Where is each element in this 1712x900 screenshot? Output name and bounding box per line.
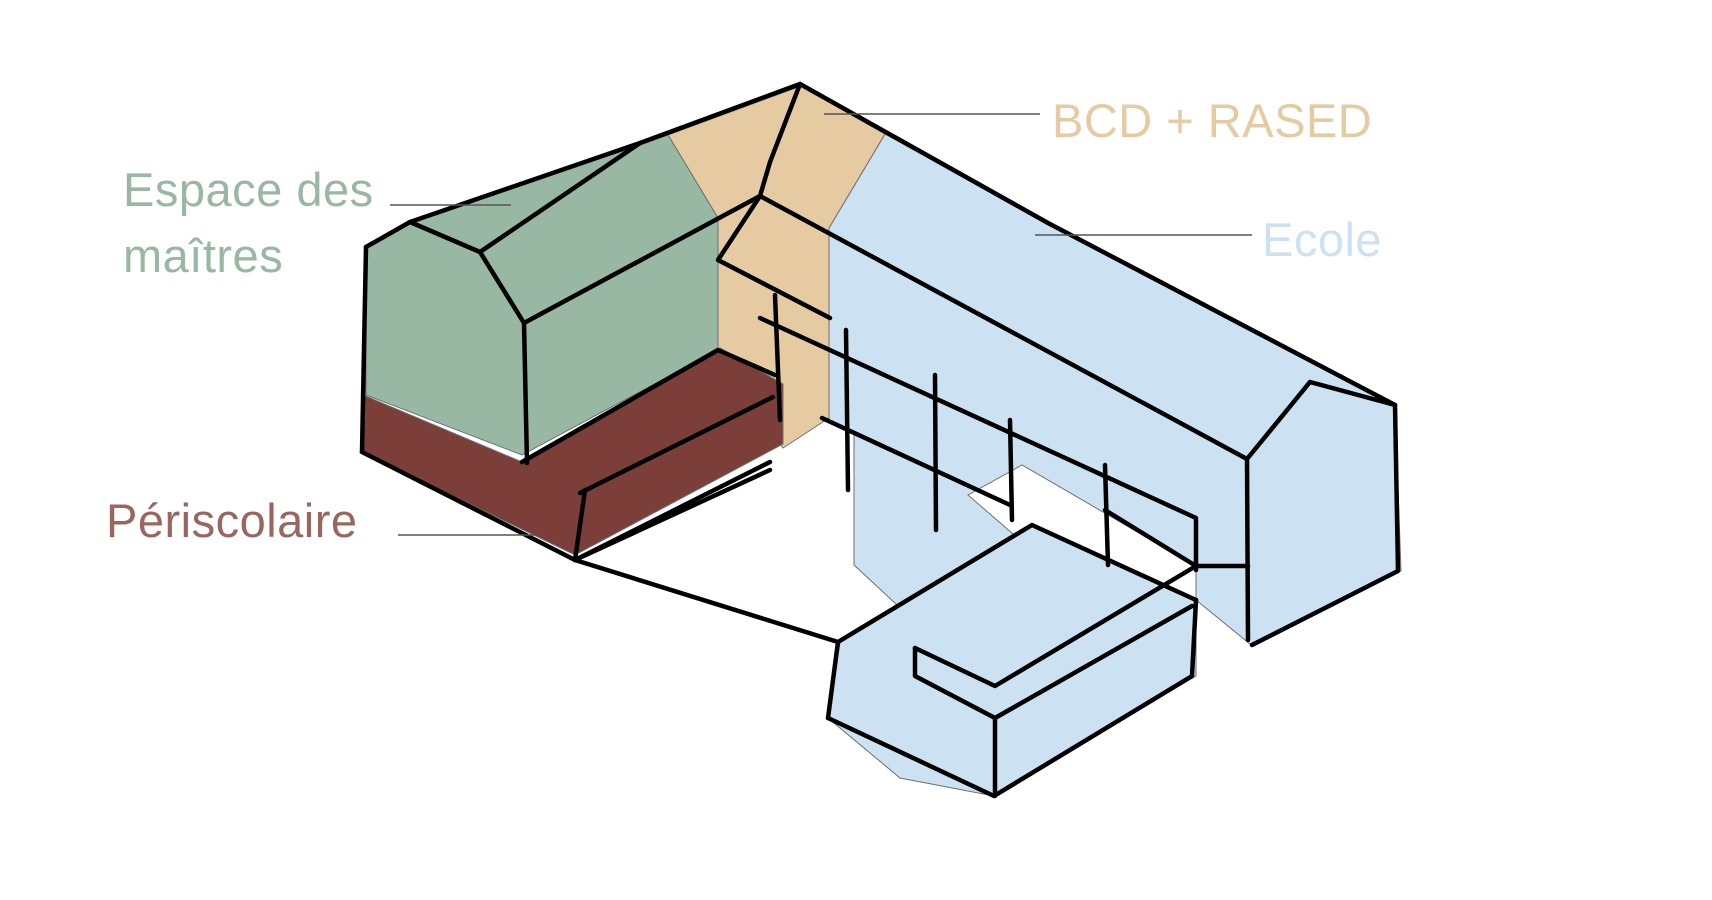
bcd-post — [772, 292, 783, 423]
zone-labels: Espace des maîtres BCD + RASED Ecole Pér… — [106, 94, 1382, 547]
peri-rail — [577, 394, 776, 496]
courtyard-left — [572, 467, 773, 563]
zone-fills — [361, 85, 1402, 797]
annex-step — [912, 645, 998, 799]
ecole-post-3 — [1007, 417, 1015, 523]
periscolaire-label: Périscolaire — [106, 494, 358, 547]
annex-base — [825, 597, 1199, 799]
espace-roof-left — [363, 219, 527, 326]
annex-top — [835, 522, 1199, 645]
ecole-right-wall — [1249, 402, 1401, 648]
ecole-gable-top — [1307, 379, 1398, 408]
espace-eave — [521, 193, 763, 326]
espace-gable — [477, 140, 643, 255]
ecole-gable — [1244, 379, 1313, 643]
ecole-label: Ecole — [1262, 213, 1382, 266]
espace-label-line2: maîtres — [123, 229, 283, 282]
annex-mid — [992, 603, 1195, 721]
ecole-post-4 — [1102, 462, 1111, 568]
ecole-eave — [757, 193, 1250, 462]
annex-step-top — [912, 563, 1199, 689]
ecole-gallery-mid — [819, 415, 1013, 508]
peri-top — [519, 347, 778, 465]
leader-lines — [390, 113, 1252, 536]
peri-split — [572, 487, 588, 563]
espace-label-line1: Espace des — [123, 163, 374, 216]
ecole-ridge — [797, 81, 1398, 408]
ecole-gallery-top — [757, 315, 1199, 521]
bcd-label: BCD + RASED — [1052, 94, 1372, 147]
ecole-post-1 — [843, 327, 851, 493]
espace-left-wall — [359, 244, 369, 455]
espace-corner — [521, 320, 530, 466]
ecole-post-2 — [932, 372, 939, 533]
building-linework — [359, 81, 1401, 799]
annex-front — [825, 639, 841, 721]
courtyard-line — [572, 557, 841, 645]
